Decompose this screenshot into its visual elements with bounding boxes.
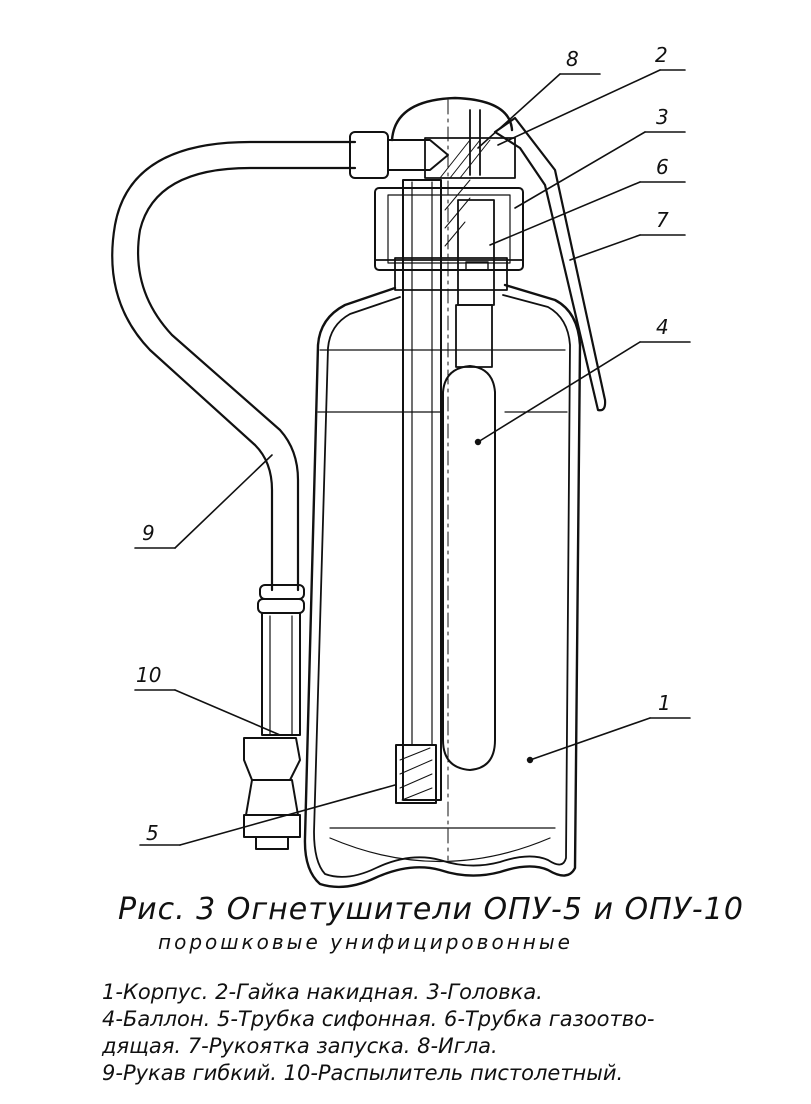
callout-5: 5 — [146, 821, 159, 845]
gas-outlet-tube — [455, 199, 495, 368]
figure-title: Рис. 3 Огнетушители ОПУ-5 и ОПУ-10 — [118, 892, 744, 927]
callout-6: 6 — [656, 155, 669, 179]
sprayer-pistol — [243, 584, 305, 850]
figure-subtitle: порошковые унифицировонные — [158, 930, 573, 954]
callout-3: 3 — [656, 105, 669, 129]
legend-line: 9-Рукав гибкий. 10-Распылитель пистолетн… — [102, 1061, 624, 1085]
callout-8: 8 — [566, 47, 579, 71]
cylinder-body — [303, 283, 582, 889]
needle — [469, 109, 481, 176]
gas-balloon — [442, 365, 496, 771]
launch-handle — [493, 116, 607, 412]
legend-line: 4-Баллон. 5-Трубка сифонная. 6-Трубка га… — [102, 1007, 655, 1031]
callout-1: 1 — [658, 691, 671, 715]
hatching — [439, 139, 491, 247]
callout-labels: 1 2 3 4 5 6 7 8 9 10 — [136, 43, 671, 845]
legend-line: дящая. 7-Рукоятка запуска. 8-Игла. — [102, 1034, 498, 1058]
callout-9: 9 — [142, 521, 155, 545]
callout-2: 2 — [655, 43, 668, 67]
callout-10: 10 — [136, 663, 161, 687]
leader-lines — [134, 69, 691, 846]
callout-7: 7 — [656, 208, 669, 232]
legend-line: 1-Корпус. 2-Гайка накидная. 3-Головка. — [102, 980, 543, 1004]
flexible-hose — [111, 131, 449, 592]
siphon-tube — [395, 179, 442, 804]
callout-4: 4 — [656, 315, 669, 339]
